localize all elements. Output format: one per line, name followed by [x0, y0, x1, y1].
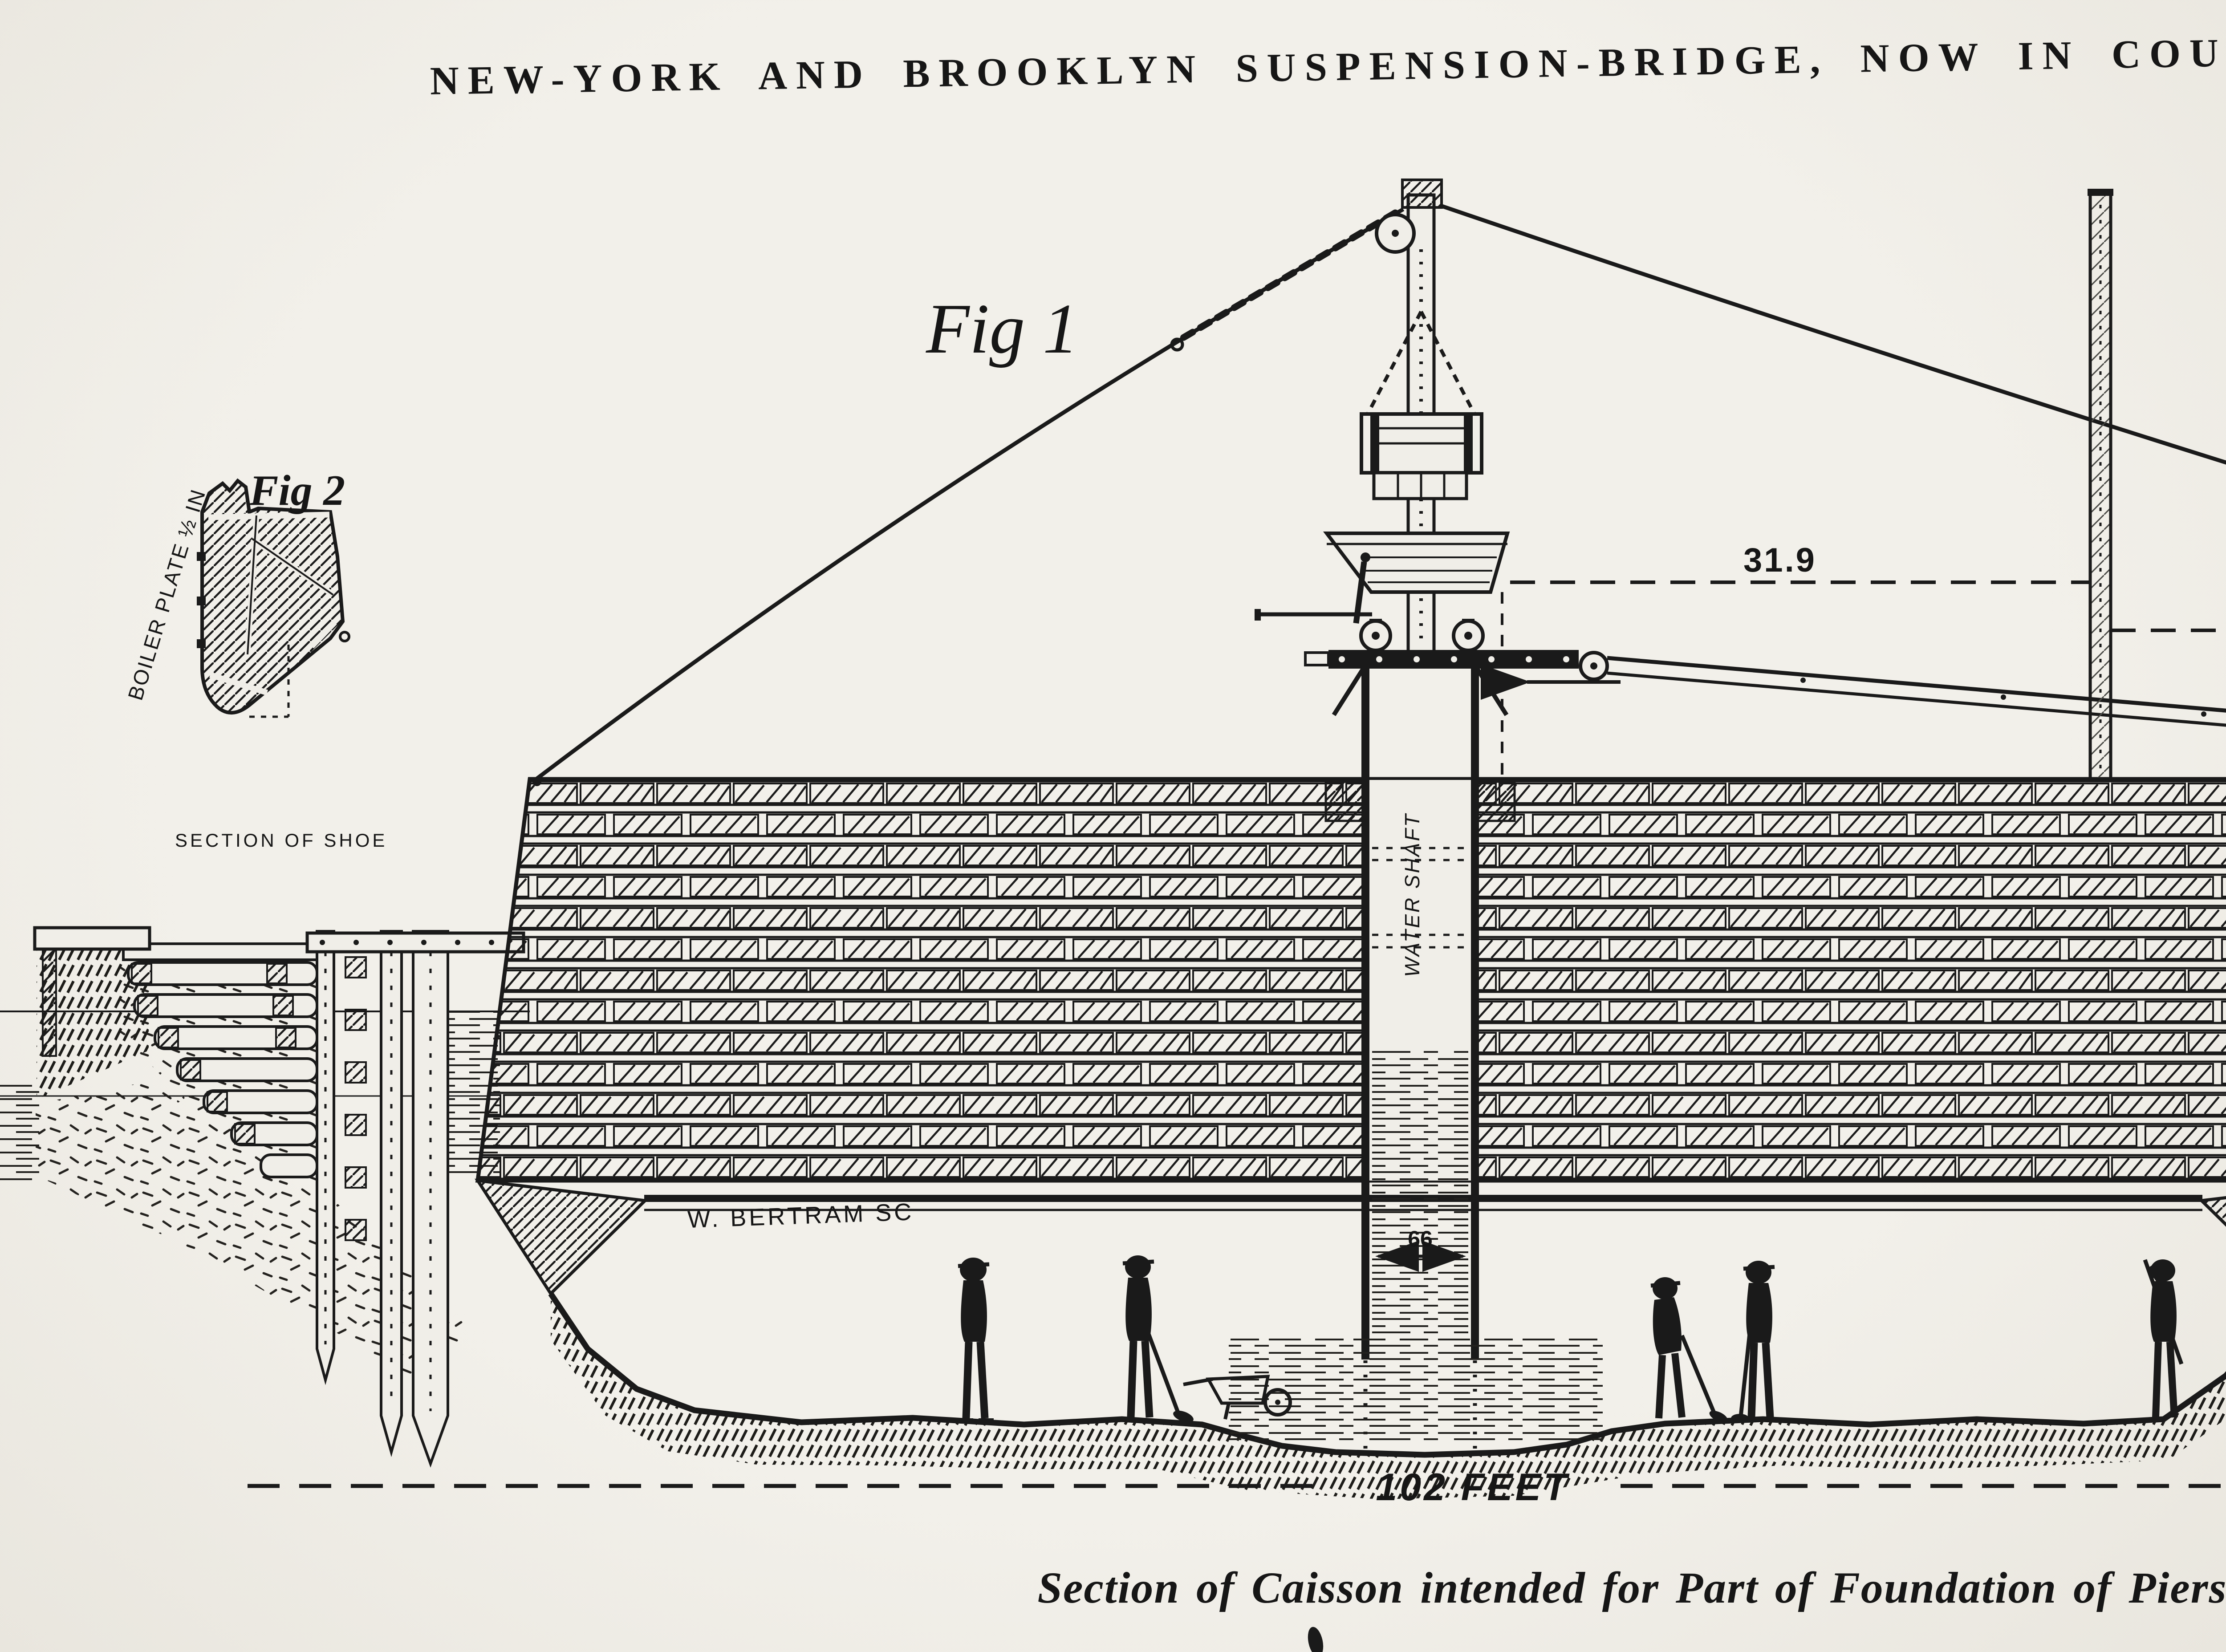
- fig2-caption: SECTION OF SHOE: [175, 830, 387, 851]
- guy-anchor-eye: [532, 777, 541, 786]
- ink-blot: [1308, 1627, 1324, 1652]
- shaft-width-dim: 66: [1408, 1226, 1433, 1251]
- engraver-credit: W. BERTRAM SC: [687, 1198, 914, 1233]
- shaft-wall-right: [1471, 669, 1479, 1360]
- wheelbarrow: [1183, 1375, 1292, 1420]
- caisson-timber-courses: [475, 777, 2226, 1183]
- worker-standing-1: [958, 1258, 994, 1422]
- worker-with-bar: [2143, 1259, 2184, 1418]
- timber-crib-left: [33, 926, 472, 1380]
- fig2-label: Fig 2: [249, 467, 345, 515]
- fig2-shoe-section: [197, 478, 350, 718]
- water-shaft: [1361, 669, 1479, 1456]
- cutting-shoe-right: [2198, 1196, 2226, 1227]
- sump-water: [1229, 1335, 1603, 1440]
- dim-31-9: 31.9: [1743, 541, 1816, 579]
- shaft-anchor-block-left: [1324, 780, 1366, 822]
- shoe-outline: [200, 478, 345, 714]
- dredge-bucket: [1360, 412, 1483, 500]
- hoist-chain: [1177, 209, 1399, 343]
- fig2-material-note: BOILER PLATE ½ IN: [123, 486, 210, 703]
- plate-caption: Section of Caisson intended for Part of …: [1037, 1563, 2226, 1612]
- worker-shoveling-1: [1650, 1277, 1728, 1422]
- hopper: [1323, 532, 1510, 594]
- sheet-piles-left: [305, 930, 525, 1468]
- fig1-label: Fig 1: [926, 289, 1078, 368]
- shaft-anchor-block-right: [1474, 780, 1516, 822]
- dock-beam: [33, 926, 151, 951]
- worker-shoveling-2: [1731, 1261, 1775, 1423]
- plate-title: NEW-YORK AND BROOKLYN SUSPENSION-BRIDGE,…: [430, 20, 2226, 103]
- earth-slope-left: [36, 1082, 472, 1380]
- workers: [958, 1255, 2184, 1423]
- caisson-section: [475, 777, 2226, 1296]
- discharge-boom: [1607, 656, 2226, 727]
- guy-cable-right: [1440, 203, 2226, 465]
- dim-102-feet: 102 FEET: [1376, 1466, 1570, 1509]
- river-bed: [548, 1292, 2226, 1499]
- shaft-wall-left: [1361, 669, 1369, 1360]
- dimension-lines: [248, 580, 2226, 1488]
- mid-mast: [2088, 189, 2113, 781]
- worker-standing-2: [1122, 1255, 1194, 1423]
- water-shaft-label: WATER SHAFT: [1401, 812, 1424, 977]
- dock-deck-plank: [122, 942, 319, 961]
- mast-cap: [1401, 179, 1443, 209]
- cutting-shoe-left: [475, 1178, 649, 1296]
